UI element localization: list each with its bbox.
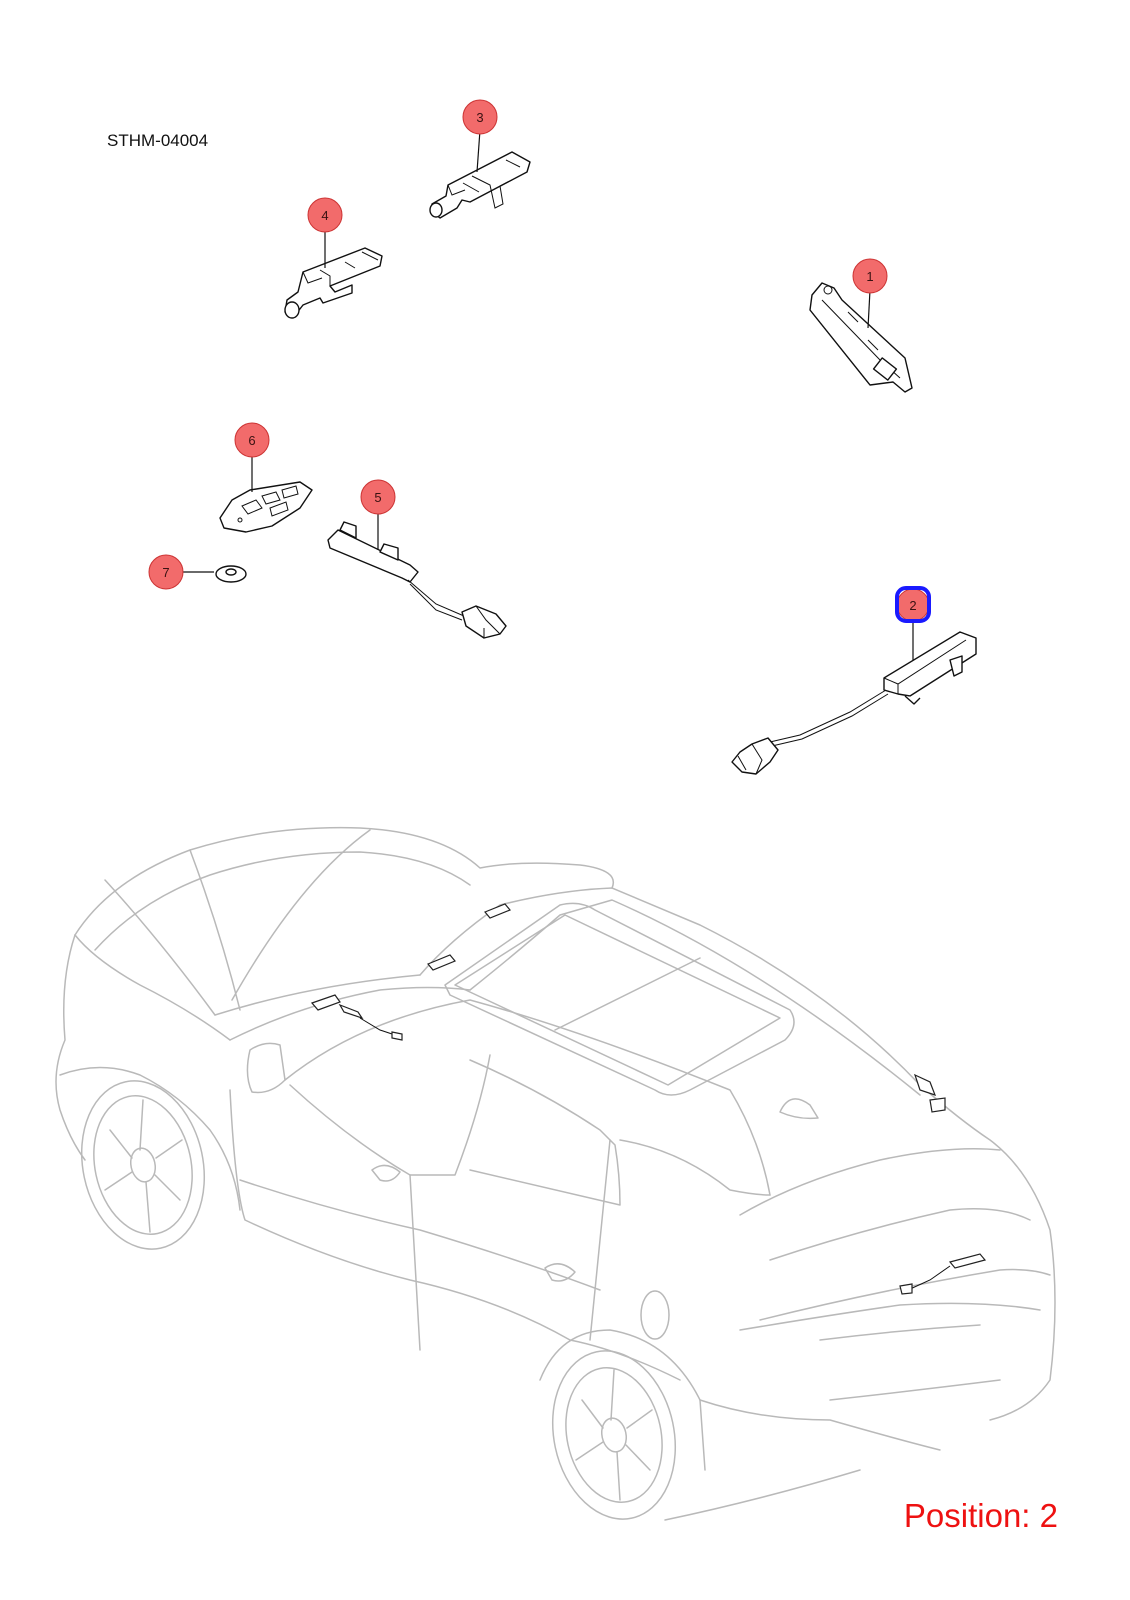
callout-3-label: 3 — [476, 110, 483, 125]
part-4-antenna[interactable] — [284, 247, 383, 319]
part-3-antenna[interactable] — [429, 151, 531, 219]
callout-2[interactable]: 2 — [895, 586, 931, 660]
callout-2-label: 2 — [909, 598, 916, 613]
callout-5-label: 5 — [374, 490, 381, 505]
callout-5[interactable]: 5 — [360, 479, 396, 550]
callout-7[interactable]: 7 — [148, 554, 214, 590]
position-indicator: Position: 2 — [903, 1497, 1058, 1534]
callout-4-label: 4 — [321, 208, 328, 223]
vehicle-mounted-parts — [310, 903, 987, 1295]
callout-4[interactable]: 4 — [307, 197, 343, 268]
vehicle-outline — [55, 826, 1056, 1521]
part-7-coin-battery[interactable] — [215, 565, 247, 583]
callout-6[interactable]: 6 — [234, 422, 270, 492]
callout-6-label: 6 — [248, 433, 255, 448]
callout-7-label: 7 — [162, 565, 169, 580]
part-5-antenna-cable[interactable] — [327, 521, 507, 639]
part-1-module[interactable] — [809, 282, 913, 393]
selected-callout-highlight — [895, 586, 931, 623]
callout-1[interactable]: 1 — [852, 258, 888, 329]
callout-1-label: 1 — [866, 269, 873, 284]
part-2-rear-antenna[interactable] — [731, 631, 977, 775]
callout-3[interactable]: 3 — [462, 99, 498, 173]
part-6-key-fob[interactable] — [219, 481, 313, 533]
diagram-code: STHM-04004 — [107, 131, 209, 150]
